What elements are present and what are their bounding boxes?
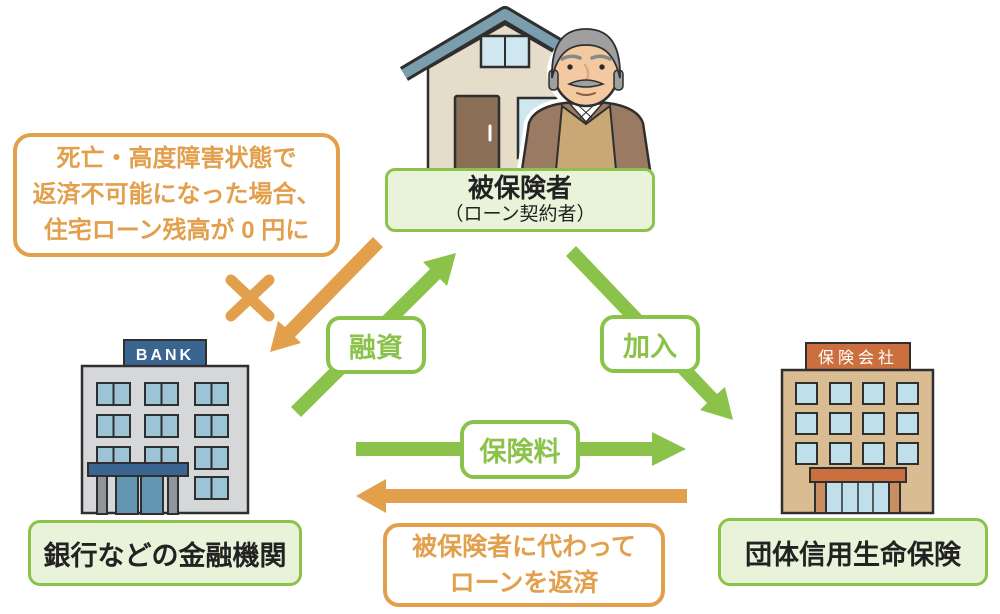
callout-line: 返済不可能になった場合、 [32, 181, 321, 208]
loan-arrow-label: 融資 [326, 316, 426, 374]
repay-line: 被保険者に代わって [412, 532, 636, 561]
insurer-window [795, 382, 818, 405]
callout-line: 住宅ローン残高が 0 円に [43, 217, 310, 244]
x-mark-icon [225, 274, 275, 322]
insurer-window [829, 382, 852, 405]
insurer-window [896, 412, 919, 435]
bank-sign [123, 339, 207, 367]
insurer-window [896, 382, 919, 405]
insurer-label-text: 団体信用生命保険 [745, 539, 961, 570]
insured-subtitle: （ローン契約者） [444, 203, 596, 225]
insurer-window [829, 412, 852, 435]
insurer-window [896, 442, 919, 465]
bank-windows [96, 382, 229, 500]
insurer-window [795, 442, 818, 465]
bank-label-text: 銀行などの金融機関 [43, 540, 287, 571]
insurer-building-icon: 保険会社 [780, 342, 935, 515]
insurer-pillar [814, 481, 827, 514]
repay-arrow [356, 479, 687, 513]
bank-door [115, 475, 139, 515]
person-collar-line [577, 104, 593, 119]
insurer-pillar [888, 481, 901, 514]
person-eyebrow [560, 54, 582, 61]
insurer-window [795, 412, 818, 435]
bank-sign-text: BANK [136, 347, 194, 364]
insured-title: 被保険者 [467, 172, 572, 203]
callout-line: 死亡・高度障害状態で [56, 145, 297, 172]
person-hair [551, 28, 621, 79]
person-vest [554, 104, 618, 171]
bank-pillar [96, 475, 108, 515]
cancelled-repayment-arrow [270, 237, 383, 352]
repay-label-box: 被保険者に代わって ローンを返済 [383, 523, 665, 607]
bank-window [96, 414, 131, 438]
bank-window [194, 446, 229, 470]
premium-arrow-label-text: 保険料 [479, 437, 561, 467]
bank-window [96, 382, 131, 406]
house-door [453, 94, 501, 172]
person-mustache [567, 79, 605, 88]
loan-arrow-label-text: 融資 [349, 332, 403, 363]
death-disability-callout: 死亡・高度障害状態で 返済不可能になった場合、 住宅ローン残高が 0 円に [13, 133, 340, 257]
person-eye [567, 64, 573, 70]
bank-building-icon: BANK [80, 339, 250, 515]
insurer-window [862, 442, 885, 465]
insurer-windows [795, 382, 919, 465]
enroll-arrow-label-text: 加入 [623, 331, 677, 362]
insurer-label-box: 団体信用生命保険 [718, 518, 988, 586]
repay-line: ローンを返済 [449, 569, 599, 597]
bank-window [144, 414, 179, 438]
person-mouth [576, 92, 596, 96]
bank-canopy [87, 462, 189, 477]
enroll-arrow-label: 加入 [600, 315, 700, 373]
insurer-sign-text: 保険会社 [818, 349, 898, 367]
insurer-window [862, 412, 885, 435]
bank-door [140, 475, 164, 515]
insured-label-box: 被保険者 （ローン契約者） [385, 168, 655, 232]
bank-label-box: 銀行などの金融機関 [28, 520, 302, 586]
insurer-window [862, 382, 885, 405]
insurer-window [829, 442, 852, 465]
premium-arrow-label: 保険料 [460, 420, 580, 479]
bank-window [194, 382, 229, 406]
person-nose [583, 63, 590, 82]
insurer-canopy [809, 467, 907, 483]
person-eyebrow [590, 54, 612, 61]
bank-window [144, 382, 179, 406]
person-collar-line [579, 104, 595, 119]
bank-window [194, 476, 229, 500]
insured-person-icon [517, 28, 655, 175]
bank-pillar [167, 475, 179, 515]
person-eye [599, 64, 605, 70]
bank-window [194, 414, 229, 438]
